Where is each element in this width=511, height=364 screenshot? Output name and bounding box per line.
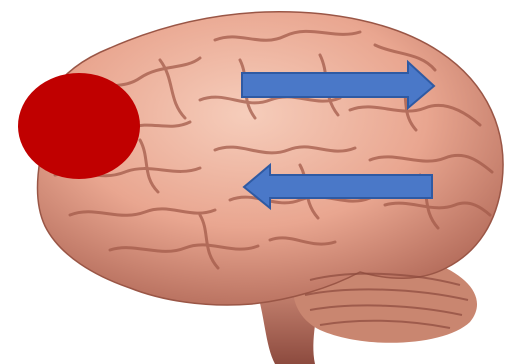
- cerebrum: [37, 12, 503, 305]
